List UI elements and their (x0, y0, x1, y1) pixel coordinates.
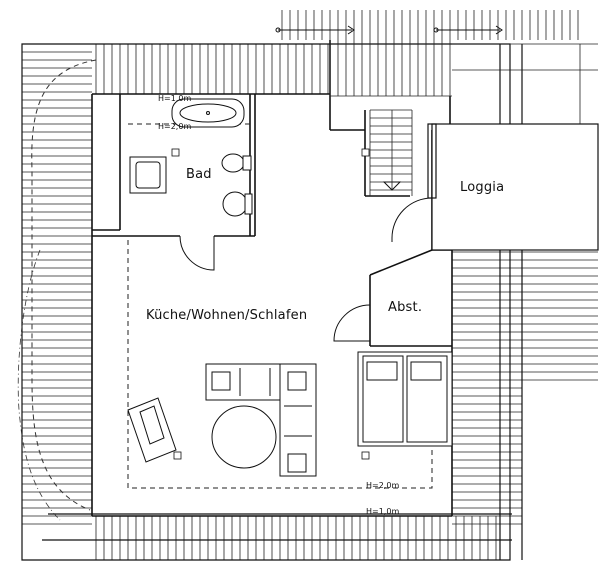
room-label-loggia: Loggia (460, 180, 505, 195)
height-label-bad-2m: H=2,0m (158, 122, 192, 131)
roof-dash-dot-arc (17, 249, 61, 521)
roof-tiles (22, 10, 598, 560)
room-label-kueche-wohnen-schlafen: Küche/Wohnen/Schlafen (146, 308, 308, 323)
loggia-area (427, 123, 599, 251)
twin-beds (357, 351, 453, 447)
door-swings (179, 197, 433, 342)
sofa (205, 363, 317, 477)
roof-dashed-arc (31, 59, 97, 511)
roof-outline (21, 43, 523, 561)
column-markers (171, 148, 370, 460)
room-label-bad: Bad (186, 167, 212, 182)
height-label-main-2m: H=2,0m (366, 481, 400, 490)
height-label-main-1m: H=1,0m (366, 507, 400, 516)
stairs (329, 40, 598, 196)
stair-arrows (275, 25, 503, 191)
coffee-table (211, 405, 277, 469)
height-label-bad-1m: H=1,0m (158, 94, 192, 103)
room-label-abst: Abst. (388, 300, 423, 315)
armchair (127, 397, 177, 463)
bathroom-fixtures (129, 98, 253, 217)
